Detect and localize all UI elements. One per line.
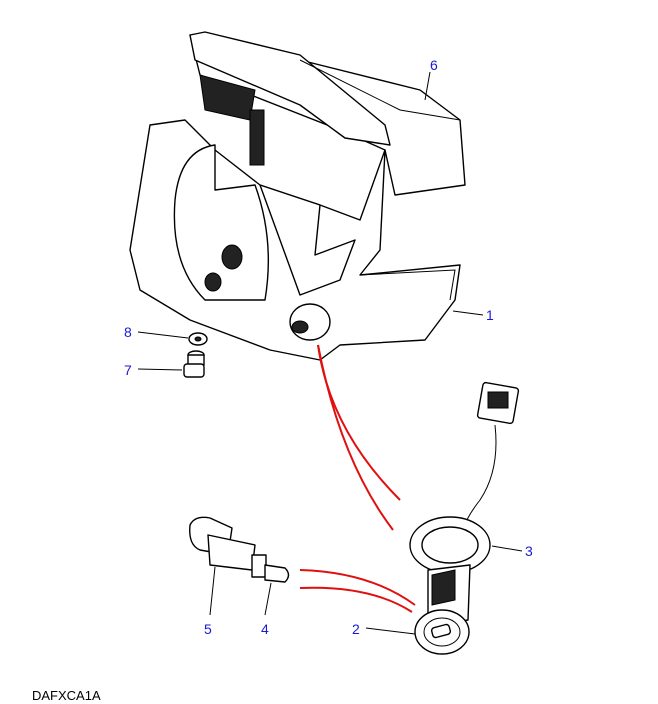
leader-lines: [137, 71, 523, 635]
diagram-code: DAFXCA1A: [32, 688, 101, 703]
lighter-socket-part-2: [414, 564, 471, 655]
bulb-part-4: [251, 554, 290, 583]
callout-3: 3: [525, 543, 533, 559]
assembly-lines: [299, 344, 416, 613]
callout-2: 2: [352, 621, 360, 637]
callout-1: 1: [486, 307, 494, 323]
callout-5: 5: [204, 621, 212, 637]
lower-shroud-part-1: [129, 119, 461, 361]
callout-7: 7: [124, 362, 132, 378]
illumination-ring-part-3: [409, 381, 520, 574]
screw-part-7: [183, 350, 205, 378]
callout-4: 4: [261, 621, 269, 637]
callout-6: 6: [430, 57, 438, 73]
bulb-holder-part-5: [189, 516, 256, 571]
upper-shroud-part-6: [189, 31, 466, 196]
callout-8: 8: [124, 324, 132, 340]
